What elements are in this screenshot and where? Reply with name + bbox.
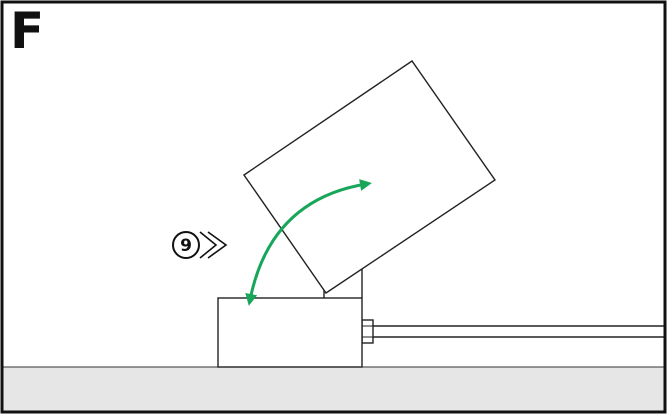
- chevron-right-icon: [199, 231, 228, 259]
- step-number-circle: [172, 231, 200, 259]
- nut: [361, 319, 374, 344]
- rod: [372, 325, 665, 338]
- panel-label: F: [10, 2, 44, 60]
- step-indicator: 9: [172, 231, 228, 259]
- tilted-panel: [243, 60, 496, 294]
- rotation-arrow-icon: [245, 179, 372, 306]
- step-number: 9: [180, 236, 192, 256]
- floor: [1, 366, 666, 413]
- base-block: [217, 297, 363, 368]
